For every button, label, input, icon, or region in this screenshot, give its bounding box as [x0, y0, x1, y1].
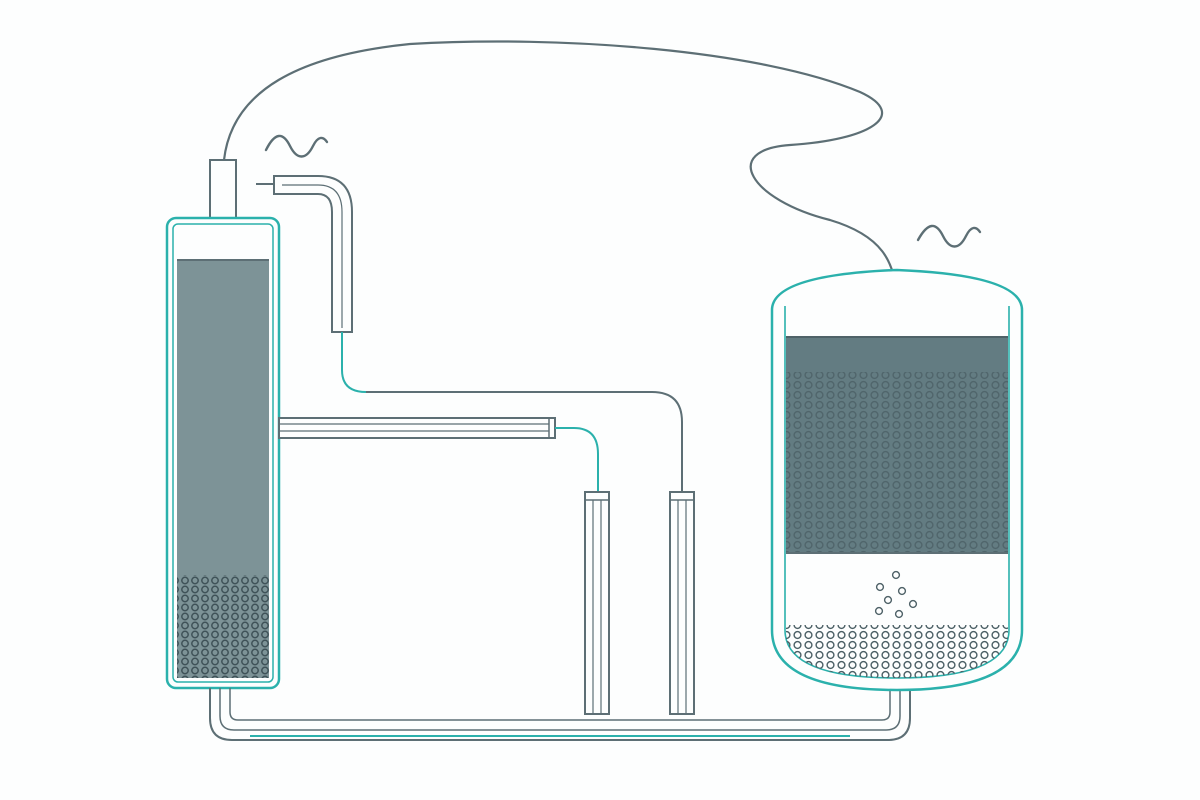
teal-line — [341, 332, 367, 393]
probe-left — [584, 491, 610, 715]
column-bead-bed — [177, 575, 269, 678]
right-tank — [770, 268, 1024, 692]
teal-line — [555, 427, 599, 492]
side-arm-tube — [278, 417, 556, 439]
wave-icon — [916, 224, 982, 248]
tank-settled-beads — [786, 625, 1008, 678]
probe-line-right — [366, 391, 683, 492]
falling-beads — [874, 570, 918, 619]
bottom-pipe — [209, 682, 911, 741]
column-top-tube — [209, 159, 237, 219]
probe-right — [669, 491, 695, 715]
tank-suspended-beads — [786, 372, 1008, 553]
left-column — [165, 216, 281, 690]
connection-cable — [222, 40, 899, 306]
wave-icon — [264, 134, 329, 158]
bent-inlet-tube — [256, 175, 353, 333]
